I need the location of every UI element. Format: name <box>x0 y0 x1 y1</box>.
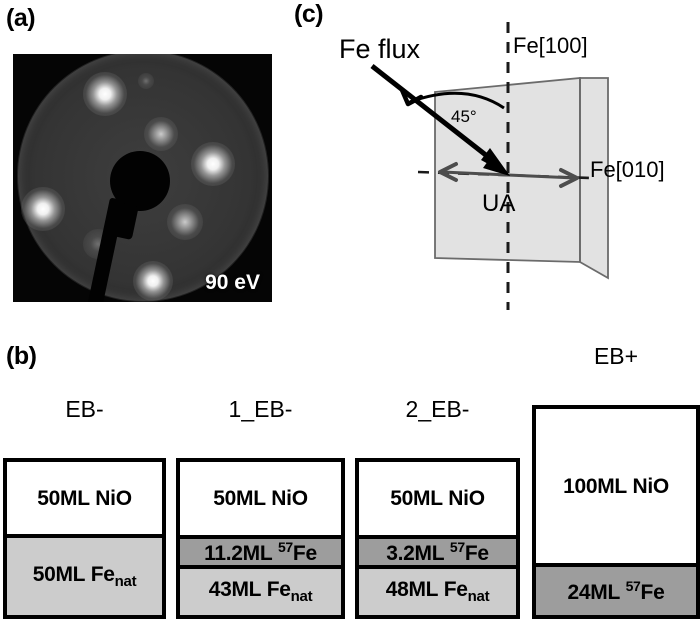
layer-nio: 100ML NiO <box>536 409 696 563</box>
growth-geometry-svg <box>370 22 609 310</box>
leed-spot-right-upper <box>191 142 235 186</box>
sample-stack-eb-plus: 100ML NiO 24ML 57Fe <box>532 405 700 619</box>
sample-stack-2-eb-minus: 50ML NiO 3.2ML 57Fe 48ML Fenat <box>355 458 520 619</box>
layer-fe-nat: 50ML Fenat <box>7 534 162 615</box>
layer-label-nio: 50ML NiO <box>213 487 308 510</box>
panel-c-growth-geometry-diagram: Fe flux Fe[100] Fe[010] UA 45° <box>290 0 700 320</box>
leed-spot-top-center <box>144 117 178 151</box>
layer-label-fe-57: 24ML 57Fe <box>567 578 665 604</box>
leed-spot-bottom-center <box>133 261 173 301</box>
layer-label-nio: 50ML NiO <box>390 487 485 510</box>
leed-diffraction-image: 90 eV <box>13 54 272 302</box>
panel-c-letter: (c) <box>294 0 324 28</box>
layer-nio: 50ML NiO <box>359 462 516 535</box>
layer-label-fe-57: 11.2ML 57Fe <box>204 539 317 565</box>
layer-fe-57: 3.2ML 57Fe <box>359 535 516 565</box>
eb-plus-group-title: EB+ <box>593 343 639 369</box>
fe100-direction-label: Fe[100] <box>513 33 588 58</box>
fe-flux-label: Fe flux <box>339 34 421 64</box>
angle-45-label: 45° <box>451 107 477 126</box>
fe-flux-arrow <box>370 64 510 176</box>
layer-fe-nat: 43ML Fenat <box>180 565 341 615</box>
layer-fe-57: 11.2ML 57Fe <box>180 535 341 565</box>
leed-spot-top-left <box>83 72 127 116</box>
sample-stack-eb-minus: 50ML NiO 50ML Fenat <box>3 458 166 619</box>
layer-nio: 50ML NiO <box>7 462 162 534</box>
panel-b-letter: (b) <box>6 342 37 370</box>
sample-stack-1-eb-minus: 50ML NiO 11.2ML 57Fe 43ML Fenat <box>176 458 345 619</box>
layer-label-fe-nat: 50ML Fenat <box>32 562 137 591</box>
angle-marker-45 <box>399 87 505 110</box>
layer-label-fe-nat: 43ML Fenat <box>208 578 313 606</box>
layer-label-nio: 50ML NiO <box>37 486 132 510</box>
layer-label-fe-57: 3.2ML 57Fe <box>386 539 489 565</box>
layer-fe-nat: 48ML Fenat <box>359 565 516 615</box>
leed-energy-label: 90 eV <box>205 271 260 294</box>
layer-fe-57: 24ML 57Fe <box>536 563 696 615</box>
stack-title-1-eb-minus: 1_EB- <box>228 396 293 422</box>
layer-nio: 50ML NiO <box>180 462 341 535</box>
panel-a-letter: (a) <box>6 4 36 32</box>
leed-spot-dim-top <box>138 73 154 89</box>
leed-spot-right-lower <box>167 204 203 240</box>
fe010-direction-label: Fe[010] <box>590 157 665 182</box>
layer-label-nio: 100ML NiO <box>563 474 669 498</box>
stack-title-2-eb-minus: 2_EB- <box>405 396 470 422</box>
leed-spot-left <box>21 187 65 231</box>
layer-label-fe-nat: 48ML Fenat <box>385 578 490 606</box>
stack-title-eb-minus: EB- <box>65 396 104 422</box>
uniaxial-anisotropy-label: UA <box>482 190 516 217</box>
